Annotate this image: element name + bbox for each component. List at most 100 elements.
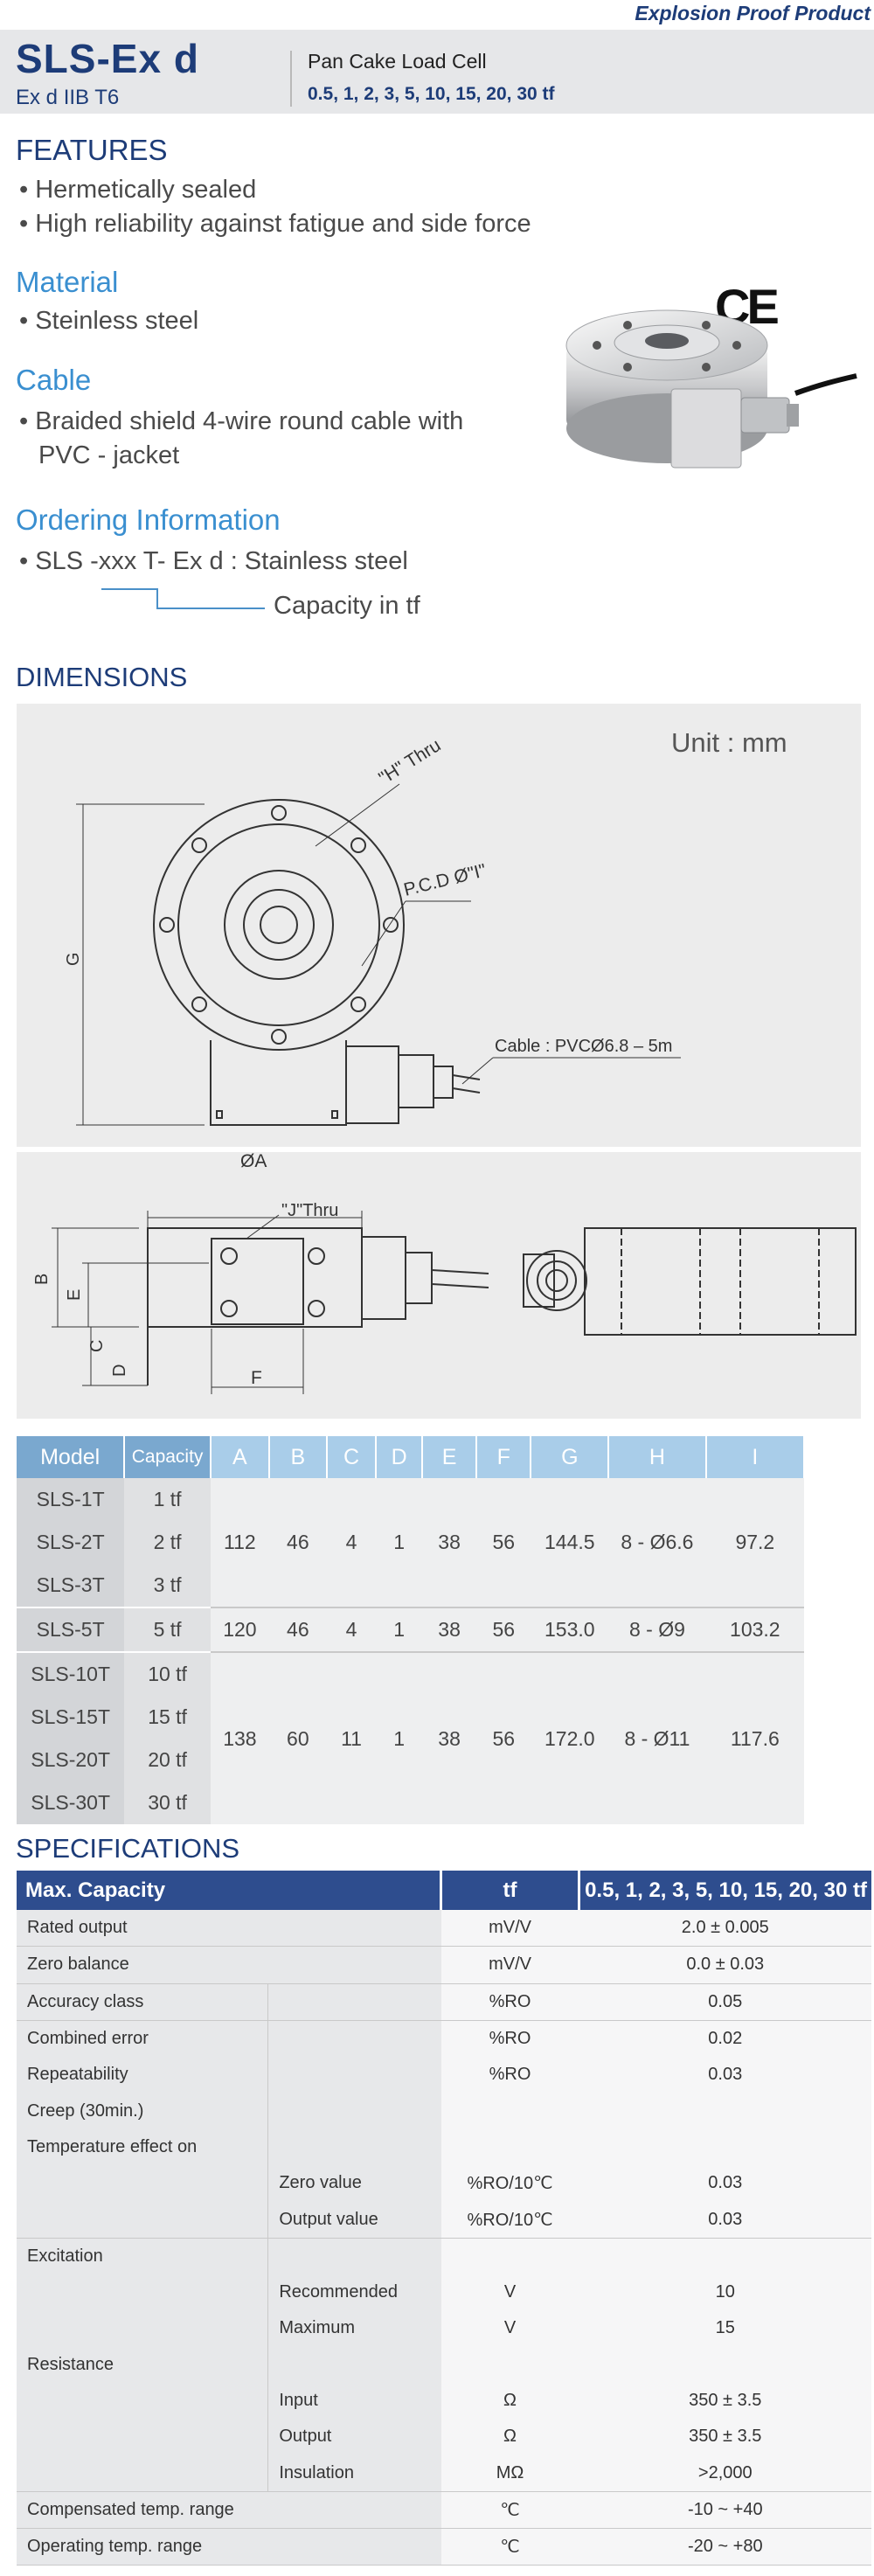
table-row: SLS-5T 5 tf 120 46 4 1 38 56 153.0 8 - Ø… [17,1607,804,1652]
spec-unit: %RO [440,2020,579,2058]
table-row: SLS-20T 20 tf [17,1739,804,1781]
product-tag: Explosion Proof Product [635,2,871,24]
capacity-cell: 2 tf [124,1521,211,1564]
table-row: SLS-1T 1 tf 112 46 4 1 38 56 144.5 8 - Ø… [17,1478,804,1607]
cable-title: Cable [16,364,92,396]
spec-value: 15 [579,2310,871,2347]
col-f: F [476,1436,532,1478]
spec-value-empty [579,2093,871,2129]
model-cell: SLS-20T [17,1739,125,1781]
feature-item: • Hermetically sealed [19,176,257,204]
spec-sub-empty [267,2346,441,2383]
capacity-cell: 5 tf [124,1607,211,1652]
col-h: H [608,1436,707,1478]
spec-value-empty [579,2238,871,2274]
dim-g-label: G [64,952,83,966]
spec-unit: V [440,2310,579,2347]
ordering-code: • SLS -xxx T- Ex d : Stainless steel [19,547,408,575]
capacity-cell: 10 tf [124,1651,211,1696]
spec-row: Operating temp. range ℃ -20 ~ +80 [17,2528,871,2566]
col-a: A [210,1436,270,1478]
dim-b-label: B [32,1274,52,1285]
spec-value: 2.0 ± 0.005 [579,1910,871,1948]
col-b: B [268,1436,328,1478]
spec-sub-label: Zero value [267,2165,441,2202]
value-h: 8 - Ø11 [608,1651,706,1824]
value-e: 38 [422,1478,477,1607]
table-row: SLS-10T 10 tf 138 60 11 1 38 56 172.0 8 … [17,1651,804,1824]
value-e: 38 [422,1607,477,1652]
value-f: 56 [476,1607,531,1652]
spec-unit: MΩ [440,2454,579,2492]
spec-unit-empty [440,2346,579,2383]
unit-label: Unit : mm [671,727,787,758]
spec-unit: ℃ [440,2528,579,2566]
j-thru-label: "J"Thru [281,1201,338,1220]
col-model: Model [17,1436,126,1478]
spec-row: Temperature effect on [17,2128,871,2166]
top-bar [0,0,874,30]
spec-unit: %RO/10℃ [440,2165,579,2202]
value-i: 103.2 [705,1607,804,1652]
spec-label: Combined error [17,2020,268,2058]
spec-row: Creep (30min.) [17,2093,871,2129]
col-i: I [705,1436,806,1478]
spec-row: Zero balance mV/V 0.0 ± 0.03 [17,1946,871,1984]
col-capacity: Capacity [124,1436,212,1478]
capacity-cell: 20 tf [124,1739,211,1781]
value-c: 4 [326,1607,377,1652]
spec-row: Maximum V 15 [17,2310,871,2347]
spec-value: -20 ~ +80 [579,2528,871,2566]
table-row: SLS-30T 30 tf [17,1781,804,1824]
spec-value: 0.03 [579,2201,871,2239]
spec-label: Zero balance [17,1946,441,1984]
spec-row: Insulation MΩ >2,000 [17,2454,871,2492]
col-e: E [422,1436,478,1478]
spec-row: Rated output mV/V 2.0 ± 0.005 [17,1910,871,1948]
spec-sub-label: Maximum [267,2310,441,2347]
spec-sub-empty [267,2128,441,2166]
value-b: 46 [268,1478,327,1607]
value-b: 46 [268,1607,327,1652]
pcd-label: P.C.D Ø"I" [402,860,489,900]
spec-row: Input Ω 350 ± 3.5 [17,2382,871,2420]
dimension-drawing-side [17,1152,861,1419]
value-d: 1 [376,1607,422,1652]
value-h: 8 - Ø6.6 [608,1478,706,1607]
value-c: 11 [326,1651,377,1824]
spec-unit: mV/V [440,1946,579,1984]
cable-item: • Braided shield 4-wire round cable with [19,407,464,435]
spec-row: Compensated temp. range ℃ -10 ~ +40 [17,2491,871,2530]
spec-value: -10 ~ +40 [579,2491,871,2530]
spec-unit: ℃ [440,2491,579,2530]
table-row: SLS-2T 2 tf [17,1521,804,1564]
spec-unit: Ω [440,2419,579,2455]
spec-row: Output Ω 350 ± 3.5 [17,2419,871,2455]
model-cell: SLS-3T [17,1564,125,1607]
value-i: 97.2 [705,1478,804,1607]
spec-head-label: Max. Capacity [17,1871,443,1910]
spec-unit: Ω [440,2382,579,2420]
spec-unit: %RO [440,2057,579,2093]
model-cell: SLS-30T [17,1781,125,1824]
spec-unit: V [440,2274,579,2311]
value-h: 8 - Ø9 [608,1607,706,1652]
spec-sub-empty [267,2238,441,2274]
value-g: 144.5 [531,1478,609,1607]
spec-label: Repeatability [17,2057,268,2093]
value-g: 172.0 [531,1651,609,1824]
spec-label-empty [17,2382,268,2420]
spec-unit: mV/V [440,1910,579,1948]
value-f: 56 [476,1651,531,1824]
value-i: 117.6 [705,1651,804,1824]
spec-label-empty [17,2274,268,2311]
col-g: G [531,1436,610,1478]
spec-label: Operating temp. range [17,2528,441,2566]
col-c: C [326,1436,378,1478]
dimension-table-header: Model Capacity A B C D E F G H I [17,1436,806,1478]
spec-value: 350 ± 3.5 [579,2419,871,2455]
material-title: Material [16,266,119,298]
ordering-leader-line [101,588,265,609]
value-b: 60 [268,1651,327,1824]
specifications-table: Max. Capacity tf 0.5, 1, 2, 3, 5, 10, 15… [17,1871,871,2566]
